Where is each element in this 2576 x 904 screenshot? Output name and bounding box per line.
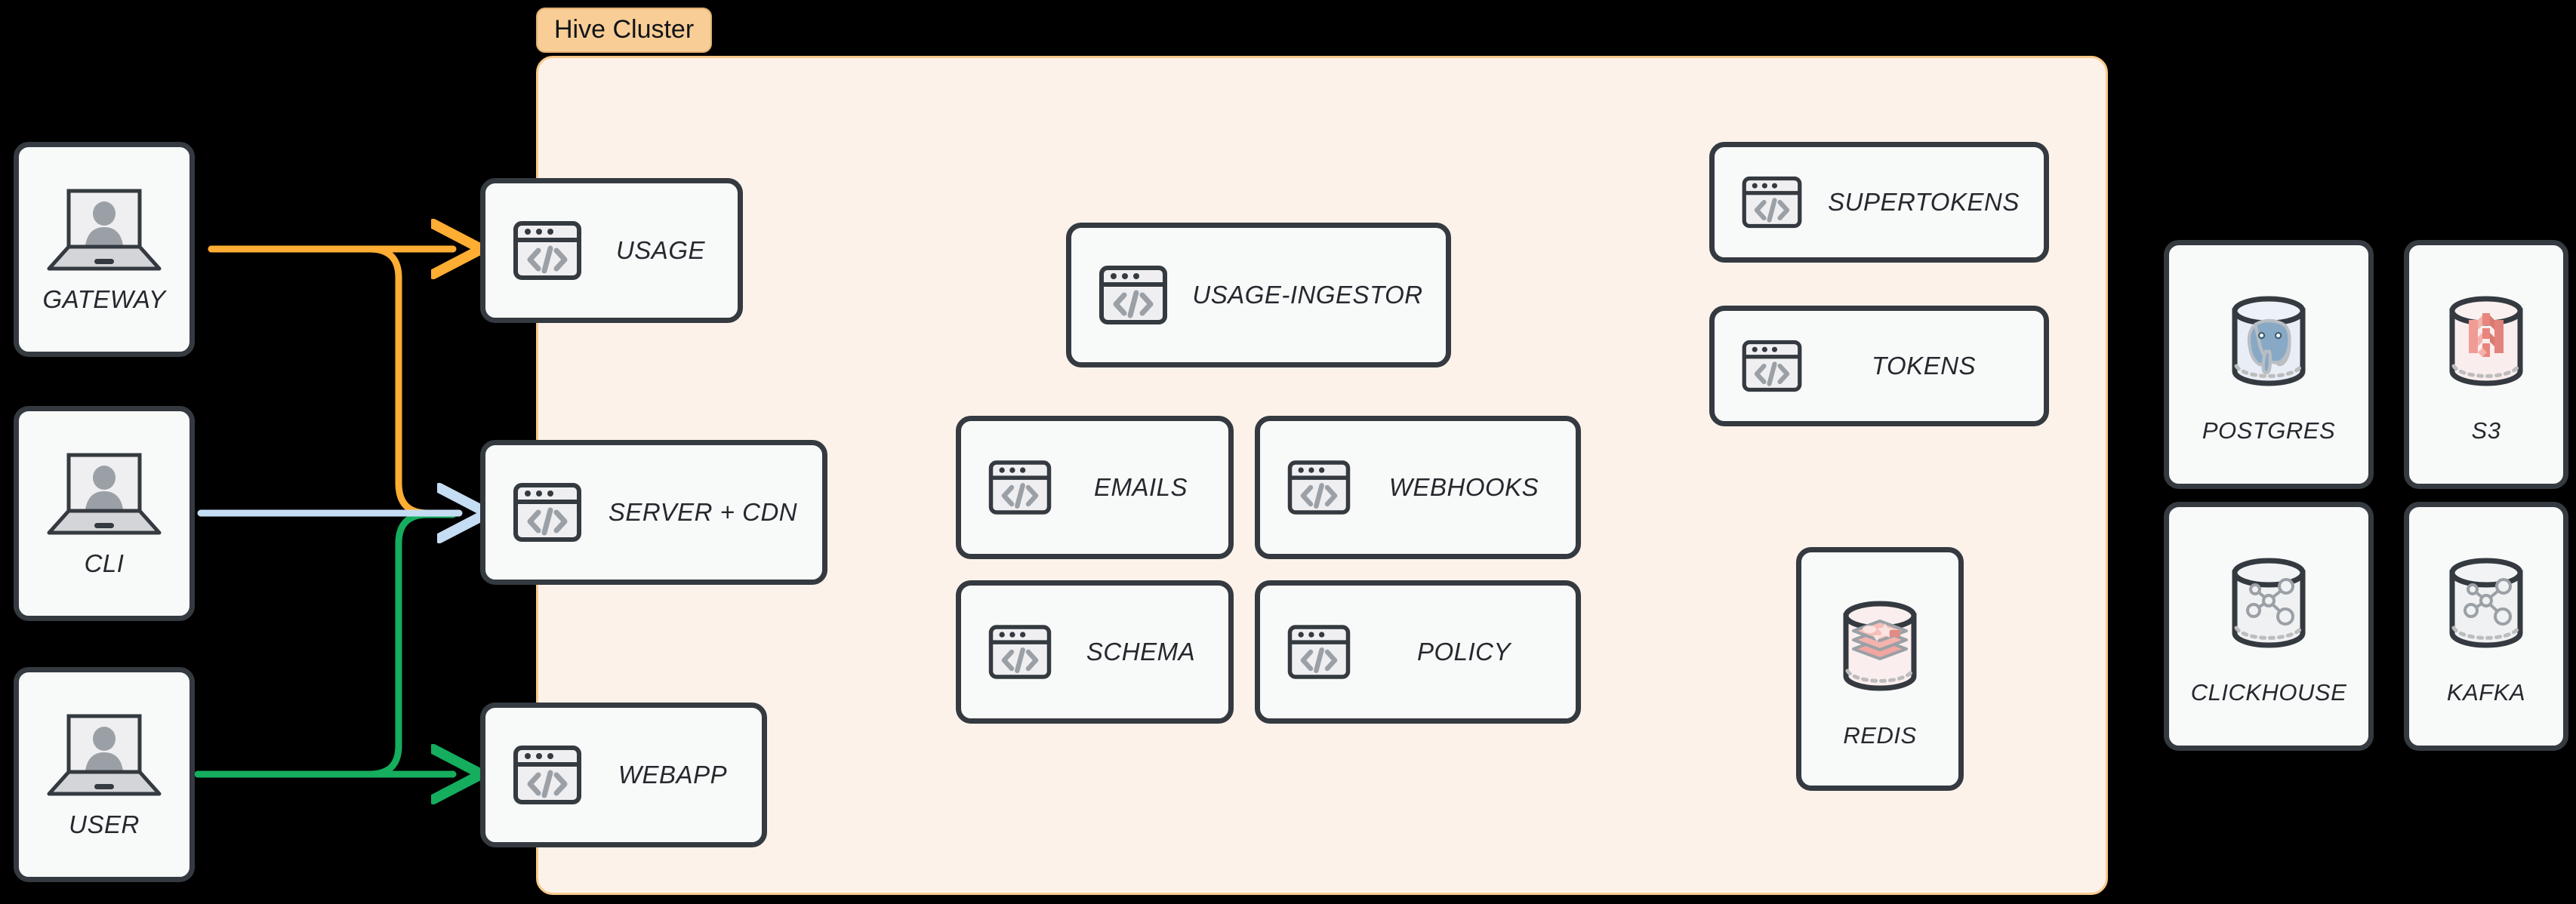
node-policy-label: POLICY [1416, 638, 1511, 666]
code-window-icon [1740, 334, 1804, 398]
node-redis[interactable]: REDIS [1796, 547, 1964, 791]
connector-gateway-to-server [208, 245, 457, 517]
node-kafka-label: KAFKA [2446, 679, 2526, 706]
node-cli[interactable]: CLI [14, 406, 195, 621]
code-window-icon [511, 214, 584, 287]
node-emails-label: EMAILS [1093, 473, 1188, 501]
code-window-icon [987, 619, 1053, 685]
node-gateway-label: GATEWAY [42, 284, 166, 313]
node-s3[interactable]: S3 [2404, 240, 2568, 489]
code-window-icon [1286, 619, 1352, 685]
node-usage-ingestor[interactable]: USAGE-INGESTOR [1066, 223, 1451, 367]
node-s3-label: S3 [2471, 417, 2501, 444]
node-gateway[interactable]: GATEWAY [14, 142, 195, 357]
node-webapp[interactable]: WEBAPP [480, 703, 767, 847]
code-window-icon [987, 454, 1053, 521]
node-postgres-label: POSTGRES [2202, 417, 2336, 444]
connector-user-to-server [194, 511, 457, 778]
code-window-icon [1286, 454, 1352, 521]
node-webhooks-label: WEBHOOKS [1388, 473, 1539, 501]
node-webapp-label: WEBAPP [618, 761, 728, 789]
node-clickhouse-label: CLICKHOUSE [2190, 679, 2347, 706]
node-schema[interactable]: SCHEMA [956, 580, 1234, 724]
node-server-cdn-label: SERVER + CDN [608, 498, 798, 526]
node-tokens-label: TOKENS [1871, 352, 1977, 380]
redis-cylinder-icon [1823, 589, 1937, 703]
laptop-user-icon [40, 711, 168, 800]
node-usage-ingestor-label: USAGE-INGESTOR [1192, 281, 1423, 309]
node-supertokens[interactable]: SUPERTOKENS [1709, 142, 2049, 263]
node-redis-label: REDIS [1843, 721, 1917, 749]
hive-cluster-badge: Hive Cluster [536, 8, 713, 53]
node-schema-label: SCHEMA [1086, 638, 1196, 666]
database-cylinder-icon [2430, 546, 2543, 660]
node-supertokens-label: SUPERTOKENS [1828, 188, 2020, 216]
node-tokens[interactable]: TOKENS [1709, 306, 2049, 426]
node-cli-label: CLI [84, 549, 125, 577]
s3-cylinder-icon [2430, 284, 2543, 398]
node-usage-label: USAGE [615, 236, 706, 264]
code-window-icon [1740, 171, 1804, 234]
node-usage[interactable]: USAGE [480, 178, 743, 323]
postgres-cylinder-icon [2212, 284, 2325, 398]
database-cylinder-icon [2212, 546, 2325, 660]
node-webhooks[interactable]: WEBHOOKS [1255, 416, 1581, 559]
code-window-icon [1097, 259, 1169, 331]
node-user[interactable]: USER [14, 667, 195, 882]
laptop-user-icon [40, 186, 168, 275]
node-kafka[interactable]: KAFKA [2404, 502, 2568, 751]
laptop-user-icon [40, 450, 168, 539]
node-emails[interactable]: EMAILS [956, 416, 1234, 559]
node-server-cdn[interactable]: SERVER + CDN [480, 440, 827, 585]
node-postgres[interactable]: POSTGRES [2164, 240, 2374, 489]
code-window-icon [511, 739, 584, 811]
node-clickhouse[interactable]: CLICKHOUSE [2164, 502, 2374, 751]
node-user-label: USER [69, 810, 140, 838]
node-policy[interactable]: POLICY [1255, 580, 1581, 724]
code-window-icon [511, 476, 584, 549]
